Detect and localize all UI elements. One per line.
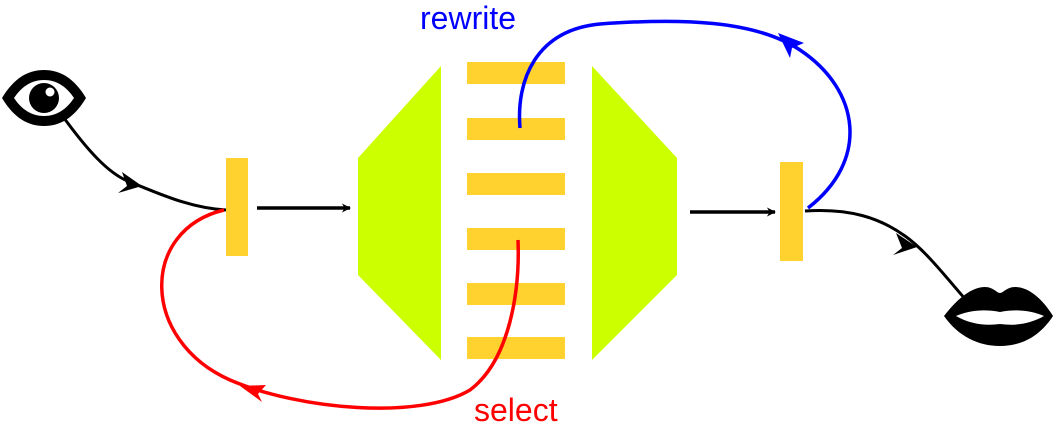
arrowhead xyxy=(893,233,917,255)
input-register-bar xyxy=(226,158,248,256)
memory-slot xyxy=(467,228,565,250)
memory-slot xyxy=(467,62,565,84)
memory-slots xyxy=(467,62,565,359)
mouth-icon xyxy=(944,287,1053,346)
memory-slot xyxy=(467,337,565,359)
select-loop xyxy=(160,208,520,410)
memory-slot xyxy=(467,173,565,195)
select-arrowhead xyxy=(240,385,266,402)
decoder-block xyxy=(592,66,677,360)
arrowhead xyxy=(118,172,142,193)
rewrite-loop xyxy=(517,19,852,210)
output-to-mouth-arrow xyxy=(804,209,968,301)
eye-to-input-arrow xyxy=(62,117,227,212)
rewrite-label: rewrite xyxy=(420,0,516,36)
encoder-block xyxy=(358,66,441,360)
memory-slot xyxy=(467,118,565,140)
select-label: select xyxy=(474,392,558,423)
output-register-bar xyxy=(780,162,803,261)
rewrite-arrowhead xyxy=(778,33,804,58)
eye-icon xyxy=(2,70,86,126)
